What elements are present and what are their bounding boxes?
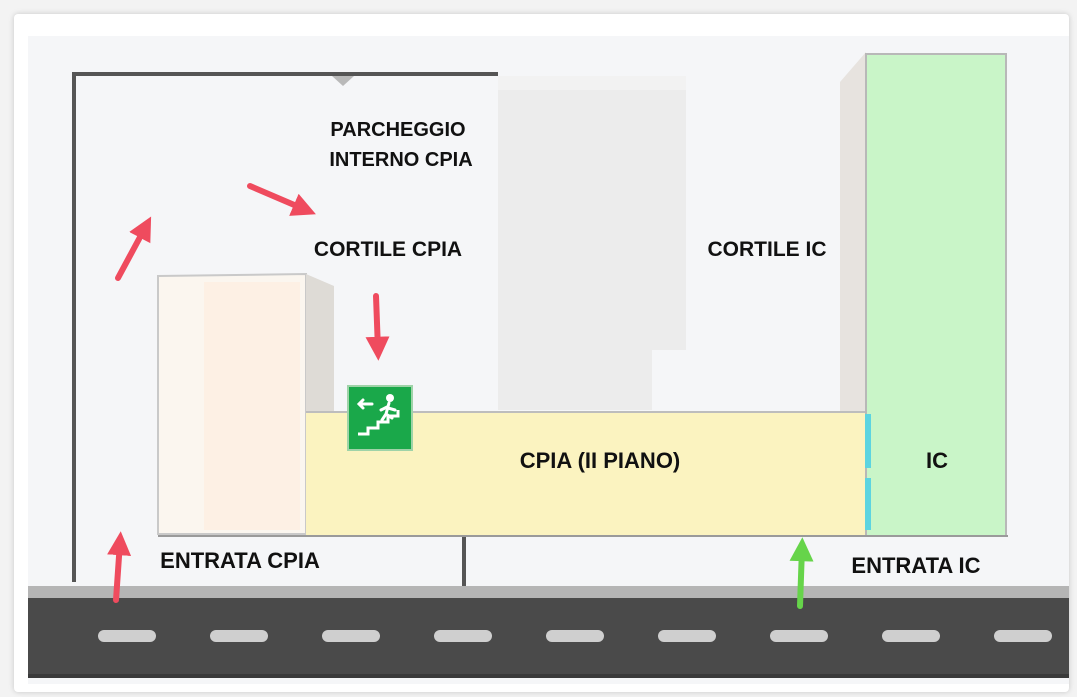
road-dash	[882, 630, 940, 642]
road-dash	[210, 630, 268, 642]
road-dash	[434, 630, 492, 642]
road-dash	[658, 630, 716, 642]
parking-label-line1: PARCHEGGIO	[330, 119, 465, 141]
parking-label-line2: INTERNO CPIA	[329, 149, 472, 171]
perimeter-wall	[72, 72, 498, 588]
road-dash	[546, 630, 604, 642]
ic-building-side-wall	[840, 52, 866, 412]
entrance-ic-label: ENTRATA IC	[851, 553, 980, 578]
road-dashes	[98, 630, 1052, 642]
arrow-to-courtyard	[247, 183, 316, 216]
parking-gate-marker	[332, 76, 354, 86]
entrance-cpia-label: ENTRATA CPIA	[160, 548, 320, 573]
arrow-to-exit	[365, 293, 390, 361]
white-building	[157, 272, 334, 535]
ic-building-label: IC	[926, 448, 948, 473]
arrow-to-parking	[115, 216, 152, 281]
neighbor-building	[498, 76, 686, 410]
map-canvas: PARCHEGGIO INTERNO CPIA CORTILE CPIA COR…	[28, 36, 1069, 684]
red-arrow-icon	[107, 183, 390, 603]
ic-building[interactable]	[865, 53, 1007, 537]
connecting-doors	[865, 414, 871, 530]
emergency-exit-stairs-icon[interactable]	[347, 385, 413, 451]
road-dash	[994, 630, 1052, 642]
road-dash	[98, 630, 156, 642]
green-arrow-icon	[789, 537, 814, 609]
road-dash	[322, 630, 380, 642]
courtyard-cpia-label: CORTILE CPIA	[314, 238, 462, 261]
courtyard-ic-label: CORTILE IC	[708, 238, 827, 261]
site-map: PARCHEGGIO INTERNO CPIA CORTILE CPIA COR…	[14, 14, 1069, 692]
cpia-building-label: CPIA (II PIANO)	[520, 448, 681, 473]
arrow-entrance-cpia	[107, 531, 132, 603]
road-dash	[770, 630, 828, 642]
